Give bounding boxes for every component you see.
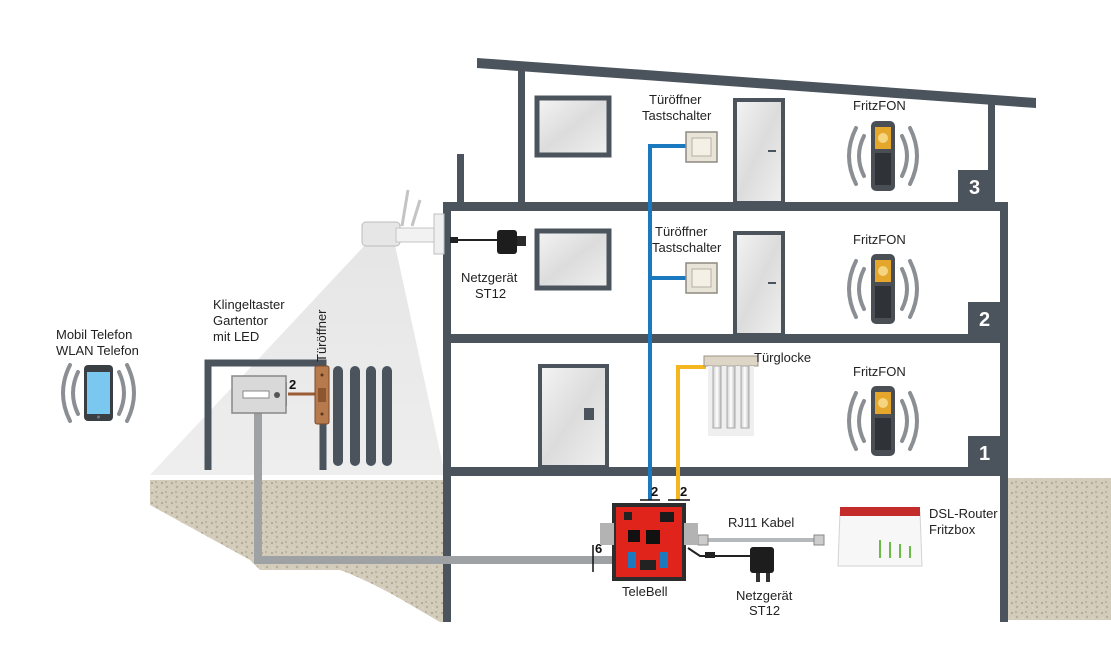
telebell-board [600,503,698,581]
fence-bar-2 [350,366,360,466]
fritzfon1-label: FritzFON [853,364,906,379]
floor-badge-3 [958,170,995,203]
roof [477,58,1036,108]
wires [254,144,825,564]
wifi-waves-icon [847,391,919,451]
house [443,58,1036,622]
doors [538,98,785,469]
wifi-waves-icon [847,259,919,319]
floor-badge-1 [968,436,1003,469]
window-floor3 [534,95,612,158]
doorbell-label-2: Gartentor [213,313,269,328]
fritzfon3-label: FritzFON [853,98,906,113]
wire-count-garden: 6 [595,541,602,556]
right-wall [1000,202,1008,622]
rj11-label: RJ11 Kabel [728,515,794,530]
router-label-2: Fritzbox [929,522,976,537]
fritzfon-icon [871,386,895,456]
yellow-wire [676,365,706,500]
window-floor2 [534,228,612,291]
floor-badge-2 [968,302,1003,335]
switch3-label: Türöffner [649,92,702,107]
floor-badges: 3 2 1 [958,170,1003,469]
ground [150,478,1111,622]
rj11-plug-left [697,534,709,546]
mobile-phone-label-2: WLAN Telefon [56,343,139,358]
soil-right [1008,478,1111,620]
fritzfon-floor2 [847,254,919,324]
door-floor3 [733,98,785,205]
slab-2 [443,334,1008,343]
power-adapter-icon [705,547,774,582]
floor-number-1: 1 [979,443,990,465]
wire-count-yellow: 2 [680,484,687,499]
power-adapter-icon [450,230,526,254]
door-switch-floor3[interactable] [685,131,718,163]
floor3-right-wall [988,96,995,202]
slab-1 [443,467,1008,476]
rj11-plug-right [813,534,825,546]
doorbell-label: Klingeltaster [213,297,285,312]
door-chime-device [703,355,759,436]
doorbell-nameplate [242,390,270,399]
windows [534,95,612,291]
doorbell-panel[interactable] [231,375,287,414]
switch2-label: Türöffner [655,224,708,239]
fence-bar-3 [366,366,376,466]
chimney [457,154,464,202]
telebell-label: TeleBell [622,584,668,599]
wifi-waves-icon [61,363,136,423]
psu-cable [687,547,750,557]
door-opener-device [314,365,330,425]
entrance-door [538,364,609,469]
garden-gate [204,359,392,470]
psu-bottom-label: Netzgerät [736,588,793,603]
wire-count-bell: 2 [289,377,296,392]
psu-bottom-label-2: ST12 [749,603,780,618]
smartphone-icon [84,365,113,421]
fence-bar-4 [382,366,392,466]
fritzfon-floor3 [847,121,919,191]
floor-number-2: 2 [979,309,990,331]
fritzfon-icon [871,121,895,191]
switch2-label-2: Tastschalter [652,240,722,255]
labels: Mobil Telefon WLAN Telefon Klingeltaster… [56,92,998,618]
floor-number-3: 3 [969,177,980,199]
door-switch-floor2[interactable] [685,262,718,294]
router-label: DSL-Router [929,506,998,521]
router-icon [837,507,923,567]
fritzfon-floor1 [847,386,919,456]
entrance-door-handle [584,408,594,420]
fritzfon-icon [871,254,895,324]
floor3-left-wall [518,66,525,202]
mobile-phone-label: Mobil Telefon [56,327,132,342]
switch3-label-2: Tastschalter [642,108,712,123]
doorbell-button-icon[interactable] [274,392,280,398]
door-opener-label: Türöffner [314,309,329,362]
soil-left-slope [150,480,443,622]
doorbell-label-3: mit LED [213,329,259,344]
door-chime-label: Türglocke [754,350,811,365]
wire-count-blue: 2 [651,484,658,499]
psu-top-label-2: ST12 [475,286,506,301]
wifi-waves-icon [847,126,919,186]
fence-bar-1 [333,366,343,466]
garden-cable [254,412,612,564]
left-wall [443,202,451,622]
fritzfon2-label: FritzFON [853,232,906,247]
slab-3 [443,202,1008,211]
camera-icon [361,189,445,255]
blue-wire [648,144,686,500]
psu-top-label: Netzgerät [461,270,518,285]
